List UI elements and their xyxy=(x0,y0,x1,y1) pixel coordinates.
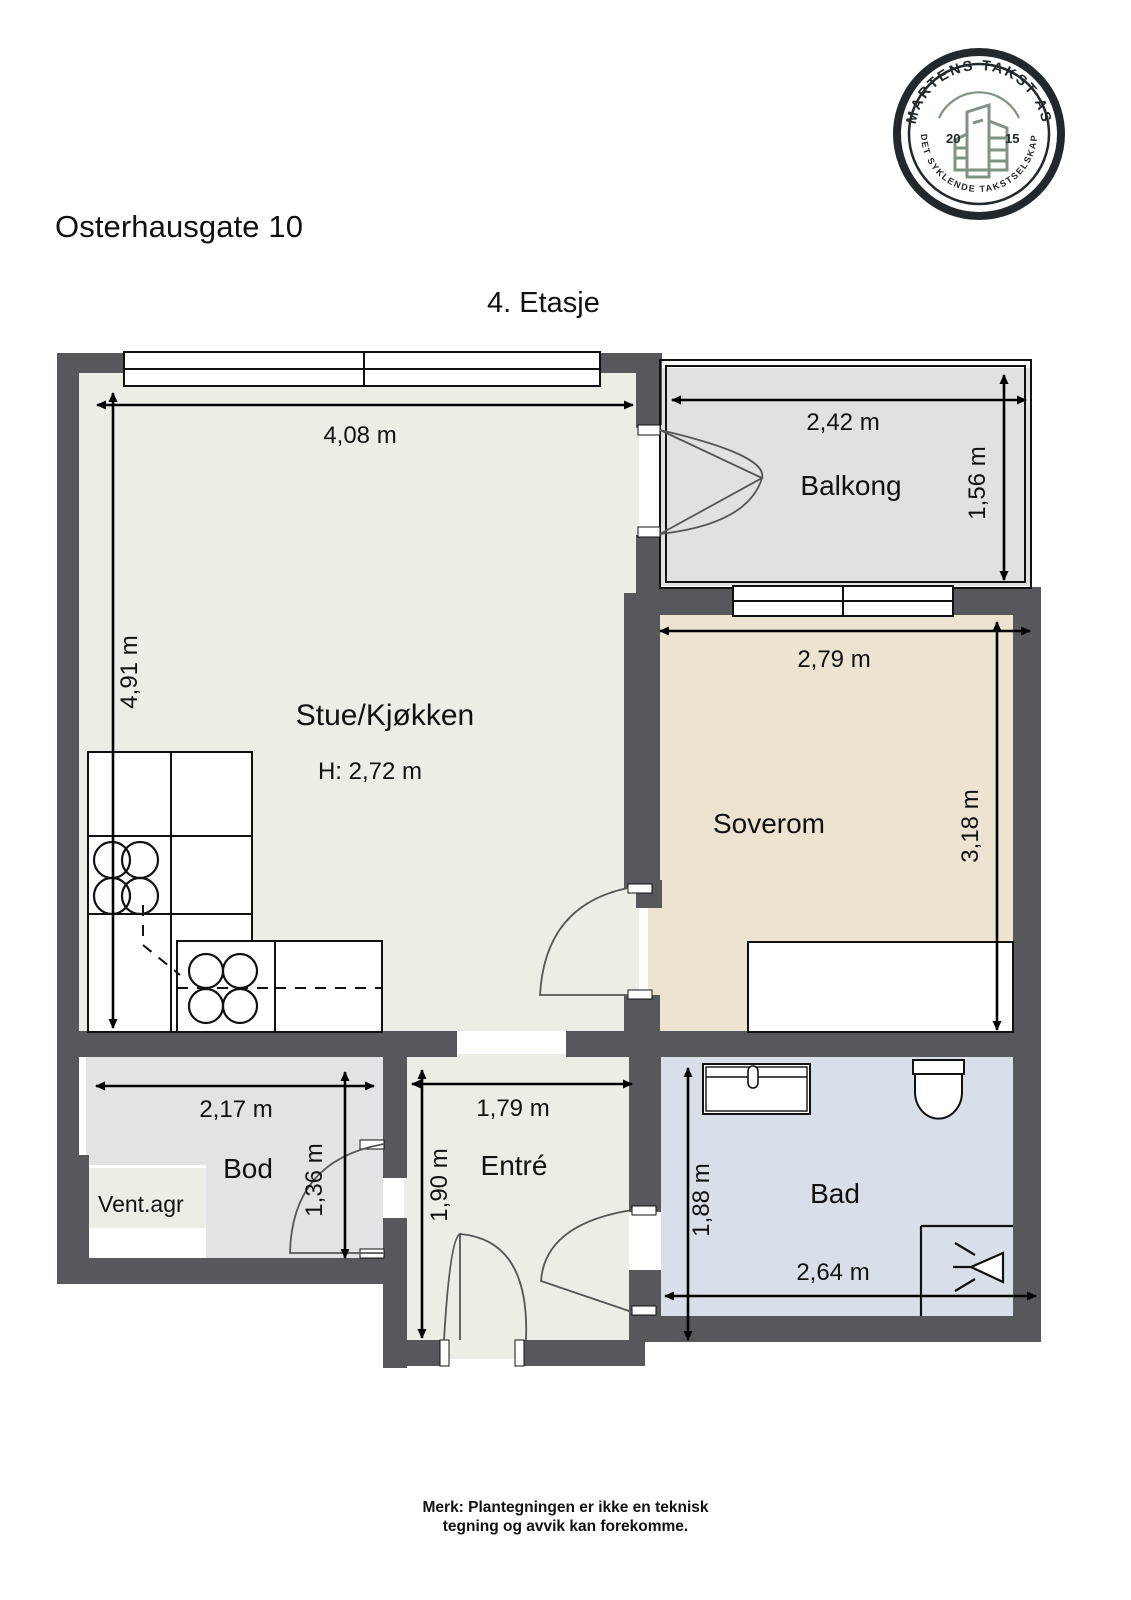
room-label-entre: Entré xyxy=(481,1150,548,1181)
vent-label: Vent.agr xyxy=(98,1191,184,1217)
dim-entre-depth: 1,90 m xyxy=(426,1148,453,1221)
logo-inner-ring xyxy=(907,62,1051,206)
dim-bod-width: 2,17 m xyxy=(199,1096,272,1123)
logo-outer-ring xyxy=(893,48,1065,220)
room-label-balkong: Balkong xyxy=(800,470,901,501)
logo-arc-accent xyxy=(938,91,1020,119)
shower-enclosure xyxy=(919,1224,1013,1316)
door-entrance xyxy=(439,1232,528,1367)
window-stue-top xyxy=(123,351,601,387)
bathroom-fixtures xyxy=(702,1059,1013,1316)
dim-stue-width: 4,08 m xyxy=(323,422,396,449)
room-label-bad: Bad xyxy=(810,1178,860,1209)
logo-svg: 20 15 MARTENS TAKST AS DET SYKLENDE TAKS… xyxy=(893,48,1065,220)
kitchen-counter-right xyxy=(274,940,383,1033)
shower-head-icon xyxy=(953,1242,1005,1292)
dim-balkong-depth: 1,56 m xyxy=(964,446,991,519)
door-soverom xyxy=(539,883,653,1000)
door-bad xyxy=(540,1205,657,1316)
dimension-lines xyxy=(95,374,1037,1341)
page-title: Osterhausgate 10 xyxy=(55,209,304,244)
kitchen-stove-upper xyxy=(170,835,253,915)
room-label-bod: Bod xyxy=(223,1153,273,1184)
dim-stue-depth: 4,91 m xyxy=(116,635,143,708)
logo-year-right: 15 xyxy=(1005,131,1019,146)
door-balkong xyxy=(637,424,764,538)
dim-bad-width: 2,64 m xyxy=(796,1259,869,1286)
room-fill-entre xyxy=(404,1054,629,1359)
disclaimer-line-2: tegning og avvik kan forekomme. xyxy=(442,1518,689,1535)
dim-soverom-width: 2,79 m xyxy=(797,646,870,673)
room-height-stue-kjokken: H: 2,72 m xyxy=(318,758,422,785)
dim-entre-width: 1,79 m xyxy=(476,1095,549,1122)
vent-box: Vent.agr xyxy=(89,1168,206,1228)
room-label-soverom: Soverom xyxy=(713,808,825,839)
dim-soverom-depth: 3,18 m xyxy=(957,789,984,862)
toilet-icon xyxy=(914,1065,963,1120)
building-icon xyxy=(953,102,1009,179)
kitchen-stove-lower xyxy=(176,940,276,1033)
kitchen-cabinet-upper-right xyxy=(170,751,253,837)
kitchen-cabinet-lower-left xyxy=(87,913,172,1033)
kitchen-cabinet-upper-left xyxy=(87,751,172,837)
bedroom-wardrobe xyxy=(747,941,1014,1033)
window-soverom-top xyxy=(732,585,954,617)
dim-balkong-width: 2,42 m xyxy=(806,409,879,436)
toilet-cistern xyxy=(912,1059,965,1075)
room-label-stue-kjokken: Stue/Kjøkken xyxy=(296,699,474,732)
disclaimer-line-1: Merk: Plantegningen er ikke en teknisk xyxy=(422,1499,709,1516)
door-bod xyxy=(289,1139,385,1259)
dim-bad-depth: 1,88 m xyxy=(688,1163,715,1236)
room-fill-bod xyxy=(86,1054,383,1262)
disclaimer-note: Merk: Plantegningen er ikke en teknisk t… xyxy=(0,1498,1131,1536)
company-logo: 20 15 MARTENS TAKST AS DET SYKLENDE TAKS… xyxy=(893,48,1065,220)
floor-label: 4. Etasje xyxy=(487,287,600,319)
faucet-icon xyxy=(747,1065,759,1089)
dim-bod-depth: 1,36 m xyxy=(301,1143,328,1216)
kitchen-dashed-guides xyxy=(142,905,382,989)
logo-year-left: 20 xyxy=(946,131,960,146)
